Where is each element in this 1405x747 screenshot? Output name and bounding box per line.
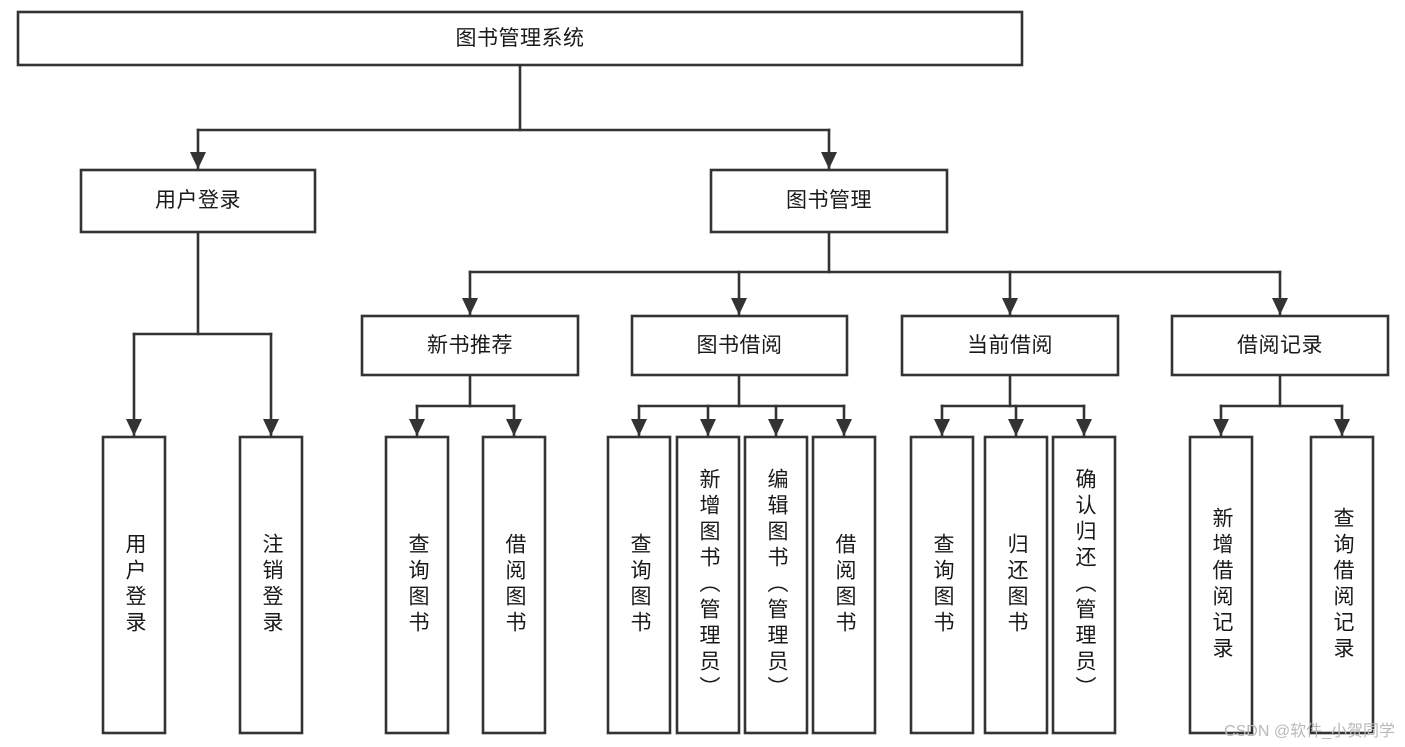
arrow-head-icon [1272,298,1288,315]
node-box-borrow-record [1170,314,1390,377]
node-box-leaf-query-book-rec [384,435,450,735]
node-box-leaf-user-logout [238,435,304,735]
node-box-leaf-return-book-cb [983,435,1049,735]
arrow-head-icon [1008,419,1024,436]
arrow-head-icon [263,419,279,436]
node-box-leaf-query-book-bb [606,435,672,735]
node-box-leaf-query-book-cb [909,435,975,735]
node-box-leaf-borrow-book-bb [811,435,877,735]
node-box-book-borrow [630,314,849,377]
node-box-leaf-confirm-return-cb [1051,435,1117,735]
node-box-new-book-rec [360,314,580,377]
node-box-user-login [79,168,317,234]
csdn-watermark: CSDN @软件_小贺同学 [1224,723,1395,740]
arrow-head-icon [934,419,950,436]
node-box-leaf-query-record-br [1309,435,1375,735]
arrow-head-icon [700,419,716,436]
arrow-head-icon [506,419,522,436]
arrow-head-icon [731,298,747,315]
arrow-head-icon [631,419,647,436]
node-box-root [16,10,1024,67]
arrow-head-icon [462,298,478,315]
node-box-leaf-add-record-br [1188,435,1254,735]
arrow-head-icon [190,152,206,169]
node-box-leaf-user-login [101,435,167,735]
node-box-layer [16,10,1390,735]
arrow-head-icon [1002,298,1018,315]
node-box-book-manage [709,168,949,234]
arrow-head-icon [1213,419,1229,436]
arrow-head-icon [126,419,142,436]
node-box-leaf-borrow-book-rec [481,435,547,735]
arrow-head-icon [1076,419,1092,436]
node-box-leaf-add-book-bb [675,435,741,735]
arrow-head-icon [409,419,425,436]
connector-layer [126,63,1350,437]
node-box-leaf-edit-book-bb [743,435,809,735]
arrow-head-icon [836,419,852,436]
arrow-head-icon [768,419,784,436]
arrow-head-icon [1334,419,1350,436]
node-box-current-borrow [900,314,1120,377]
arrow-head-icon [821,152,837,169]
